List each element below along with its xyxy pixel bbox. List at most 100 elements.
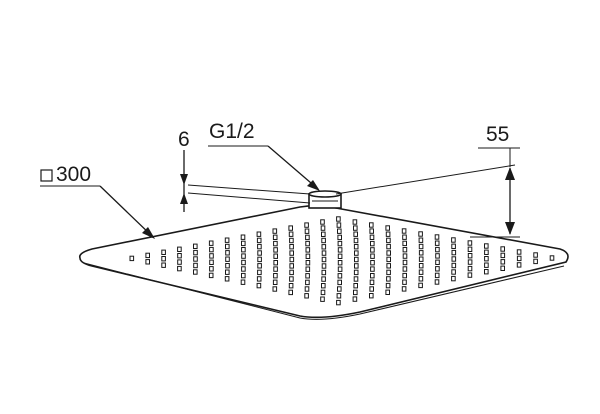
nozzle-hole (484, 243, 489, 249)
nozzle-hole (484, 269, 489, 275)
nozzle-hole (353, 269, 359, 276)
nozzle-hole (484, 249, 489, 256)
nozzle-hole (304, 286, 310, 292)
nozzle-hole (467, 246, 473, 253)
nozzle-hole (533, 252, 538, 258)
nozzle-hole (289, 269, 294, 276)
nozzle-hole (225, 250, 230, 256)
nozzle-hole (467, 265, 473, 272)
nozzle-hole (337, 286, 342, 292)
nozzle-hole (386, 269, 391, 276)
nozzle-hole (484, 262, 489, 268)
nozzle-hole (401, 286, 407, 292)
nozzle-hole (224, 237, 230, 243)
nozzle-hole (354, 250, 359, 256)
size-arrow (142, 227, 155, 239)
nozzle-hole (321, 250, 327, 256)
nozzle-hole (353, 237, 359, 244)
nozzle-hole (369, 286, 374, 292)
nozzle-hole (467, 259, 473, 265)
nozzle-hole (257, 250, 262, 256)
nozzle-hole (337, 273, 343, 279)
nozzle-hole (288, 231, 294, 237)
nozzle-hole (435, 246, 440, 253)
nozzle-hole (225, 269, 230, 275)
extension-top (335, 164, 516, 195)
nozzle-hole (240, 234, 246, 240)
nozzle-hole (193, 249, 198, 256)
nozzle-hole (209, 259, 214, 266)
nozzle-hole (225, 243, 230, 250)
nozzle-hole (177, 253, 182, 259)
nozzle-hole (145, 252, 150, 259)
nozzle-hole (321, 231, 326, 238)
nozzle-hole (369, 234, 375, 241)
nozzle-hole (337, 279, 342, 286)
nozzle-hole (257, 269, 262, 276)
nozzle-hole (225, 263, 230, 269)
nozzle-hole (320, 289, 326, 296)
nozzle-hole (337, 260, 343, 266)
nozzle-hole (500, 259, 506, 265)
nozzle-hole (257, 256, 262, 263)
arrow-down-55 (505, 222, 515, 235)
label-height: 55 (486, 123, 509, 146)
dimension-offset: 6 (178, 128, 311, 212)
nozzle-hole (336, 222, 342, 228)
nozzle-hole (451, 237, 456, 243)
connector-nut (308, 190, 342, 209)
nozzle-hole (435, 266, 440, 272)
nozzle-hole (369, 279, 375, 286)
nozzle-hole (418, 250, 424, 256)
nozzle-hole (500, 246, 505, 252)
nozzle-hole (320, 225, 326, 231)
nozzle-hole (321, 283, 326, 289)
nozzle-hole (304, 293, 309, 299)
nozzle-hole (500, 252, 506, 259)
nozzle-hole (289, 263, 294, 269)
nozzle-hole (193, 262, 198, 269)
nozzle-hole (305, 247, 311, 253)
nozzle-hole (369, 228, 374, 234)
arrow-down-6 (180, 174, 188, 185)
nozzle-hole (451, 249, 457, 256)
nozzle-hole (385, 282, 391, 289)
nozzle-hole (385, 225, 390, 231)
nozzle-hole (304, 222, 309, 228)
nozzle-hole (369, 222, 374, 228)
nozzle-hole (337, 234, 342, 241)
nozzle-hole (257, 243, 262, 250)
nozzle-hole (467, 272, 473, 278)
nozzle-hole (161, 249, 166, 256)
nozzle-hole (272, 234, 278, 241)
nozzle-hole (352, 296, 358, 302)
nozzle-hole (516, 262, 522, 268)
nozzle-hole (353, 276, 359, 282)
nozzle-hole (418, 243, 424, 250)
nozzle-hole (418, 231, 423, 237)
nozzle-hole (386, 237, 391, 244)
nozzle-hole (256, 231, 262, 237)
nozzle-hole (289, 250, 294, 256)
dimension-height: 55 (335, 123, 520, 238)
nozzle-hole (272, 279, 278, 286)
nozzle-hole (370, 240, 375, 247)
nozzle-hole (402, 272, 407, 279)
nozzle-hole (321, 237, 326, 244)
nozzle-hole (208, 240, 214, 246)
nozzle-hole (193, 269, 198, 275)
nozzle-hole (386, 243, 391, 250)
nozzle-hole (304, 228, 310, 234)
nozzle-hole (336, 216, 341, 222)
nozzle-hole (225, 256, 230, 262)
plate-bottom-edge (83, 262, 565, 320)
nozzle-hole (336, 293, 342, 299)
nozzle-hole (370, 260, 375, 266)
nozzle-hole (224, 276, 230, 282)
nozzle-hole (177, 259, 182, 265)
nozzle-hole (484, 256, 489, 262)
nozzle-hole (241, 266, 246, 272)
nozzle-hole (434, 279, 440, 285)
nozzle-hole (516, 249, 522, 255)
nozzle-hole (369, 293, 374, 299)
